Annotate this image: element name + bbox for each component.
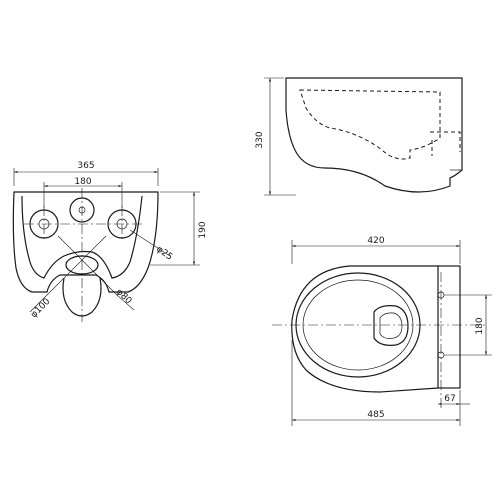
dim-67-label: 67 xyxy=(444,394,455,404)
top-view xyxy=(272,265,488,408)
front-view xyxy=(12,188,171,322)
dim-top-overall-length: 485 xyxy=(291,340,461,426)
dim-180-label: 180 xyxy=(74,177,91,187)
dim-front-height: 190 xyxy=(150,191,208,266)
dim-side-height: 330 xyxy=(255,77,296,196)
dim-365-label: 365 xyxy=(77,161,94,171)
dim-485-label: 485 xyxy=(367,410,384,420)
side-view xyxy=(285,77,463,193)
dim-phi80-label: φ80 xyxy=(114,287,134,307)
dim-top-fixing-spacing: 180 xyxy=(444,294,492,356)
dim-front-inlet-spacing: 180 xyxy=(43,177,123,208)
dim-330-label: 330 xyxy=(255,131,265,148)
dim-top-fixing-offset: 67 xyxy=(438,390,470,412)
dim-top-depth: 420 xyxy=(291,236,461,264)
dim-180-fixing-label: 180 xyxy=(475,317,485,334)
dim-phi25-label: φ25 xyxy=(154,244,174,262)
dim-190-label: 190 xyxy=(198,221,208,238)
dim-phi100-label: φ100 xyxy=(29,297,53,321)
dim-420-label: 420 xyxy=(367,236,384,246)
dim-front-overall-width: 365 xyxy=(13,161,159,186)
